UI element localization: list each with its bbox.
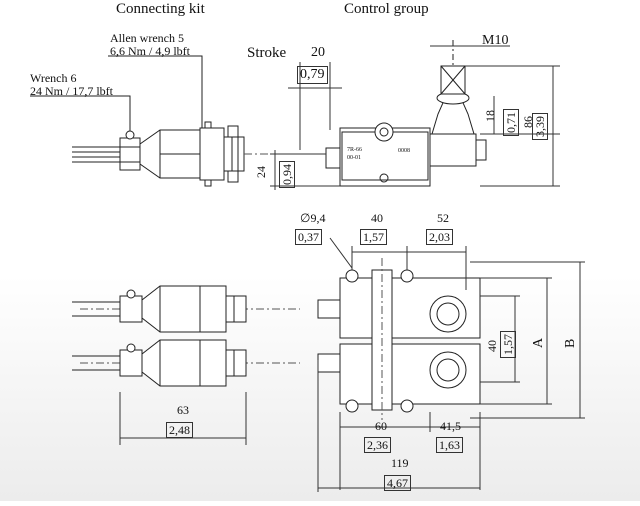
- stroke-in: 0,79: [297, 66, 328, 84]
- wrench-label: Wrench 6: [30, 71, 77, 85]
- dim-b: B: [563, 338, 578, 348]
- housing-marking-right: 0008: [398, 148, 410, 154]
- heading-connecting-kit: Connecting kit: [116, 1, 205, 17]
- dim-63-in: 2,48: [166, 422, 193, 438]
- dim-41-in: 1,63: [436, 437, 463, 453]
- bottom-dimensions: [119, 237, 585, 492]
- control-group-side-view: [325, 40, 487, 187]
- connecting-kit-side-view: [72, 121, 300, 187]
- thread-label: M10: [482, 33, 509, 48]
- housing-marking-left: 7R-66: [347, 147, 362, 153]
- control-group-front-view: [317, 258, 481, 420]
- hole-diameter-in: 0,37: [295, 229, 322, 245]
- dim-24-in: 0,94: [279, 161, 295, 188]
- hole-diameter-mm: ∅9,4: [300, 211, 326, 225]
- dim-52-mm: 52: [437, 211, 449, 225]
- dim-63-mm: 63: [177, 403, 189, 417]
- dim-40-side-in: 1,57: [500, 331, 516, 358]
- dim-41-mm: 41,5: [440, 419, 461, 433]
- allen-wrench-label: Allen wrench 5: [110, 31, 184, 45]
- stroke-label: Stroke: [247, 45, 287, 61]
- dim-119-in: 4,67: [384, 475, 411, 491]
- allen-wrench-torque: 6,6 Nm / 4,9 lbft: [110, 44, 190, 58]
- dim-18-mm: 18: [483, 110, 497, 122]
- dim-18-in: 0,71: [503, 109, 519, 136]
- dim-a: A: [531, 337, 546, 348]
- torque-leaders: [30, 55, 203, 131]
- wrench-torque: 24 Nm / 17,7 lbft: [30, 84, 113, 98]
- connecting-kit-front-view: [72, 285, 300, 387]
- housing-marking-left-2: 00-01: [347, 155, 361, 161]
- dim-60-mm: 60: [375, 419, 387, 433]
- top-dimensions: [270, 45, 560, 190]
- heading-control-group: Control group: [344, 1, 429, 17]
- dim-119-mm: 119: [391, 456, 409, 470]
- dim-40-top-in: 1,57: [360, 229, 387, 245]
- dim-60-in: 2,36: [364, 437, 391, 453]
- stroke-mm: 20: [311, 45, 325, 60]
- dim-24-mm: 24: [254, 166, 268, 178]
- dim-52-in: 2,03: [426, 229, 453, 245]
- dim-86-in: 3,39: [532, 113, 548, 140]
- dim-40-side-mm: 40: [485, 340, 499, 352]
- dim-40-top-mm: 40: [371, 211, 383, 225]
